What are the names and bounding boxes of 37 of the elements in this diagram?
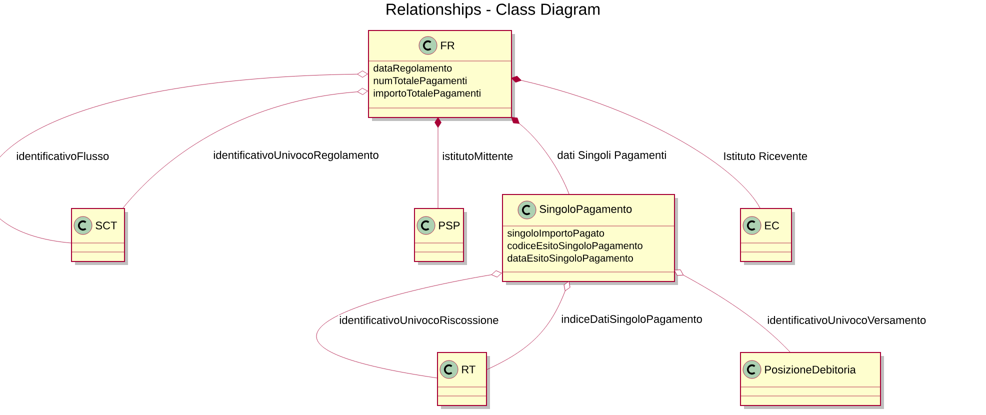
edge-label: Istituto Ricevente [722,150,809,162]
association-line [511,76,760,208]
class-name: EC [765,222,780,230]
association-line [674,270,790,352]
class-box [740,208,795,265]
class-name: PSP [439,222,460,230]
class-box [740,352,884,409]
association-line [0,70,368,244]
class-name: PosizioneDebitoria [765,365,856,374]
edge-label: identificativoUnivocoRiscossione [338,314,500,326]
edge-label: identificativoUnivocoRegolamento [212,150,380,162]
attribute: dataEsitoSingoloPagamento [508,254,633,264]
class-box [70,208,128,265]
class-box [368,30,515,121]
edge-label: identificativoUnivocoVersamento [766,314,928,326]
class-name: SCT [96,222,117,230]
association-line [434,117,442,208]
edge-label: istitutoMittente [441,150,514,162]
class-name: RT [462,366,476,374]
association-line [511,117,570,194]
attribute: dataRegolamento [374,64,452,74]
class-box [436,352,490,409]
class-box [414,208,467,265]
class-box [502,194,678,285]
attribute: singoloImportoPagato [507,229,604,239]
title: Relationships - Class Diagram [386,3,600,18]
class-name: SingoloPagamento [540,204,632,216]
edge-label: indiceDatiSingoloPagamento [560,314,704,326]
edge-label: dati Singoli Pagamenti [556,150,668,162]
association-line [486,281,570,370]
edge-label: identificativoFlusso [15,150,110,162]
class-name: FR [441,42,454,50]
association-line [122,88,368,208]
attribute: codiceEsitoSingoloPagamento [508,242,642,252]
attribute: importoTotalePagamenti [374,89,480,99]
attribute: numTotalePagamenti [374,76,466,86]
association-line [316,270,502,378]
